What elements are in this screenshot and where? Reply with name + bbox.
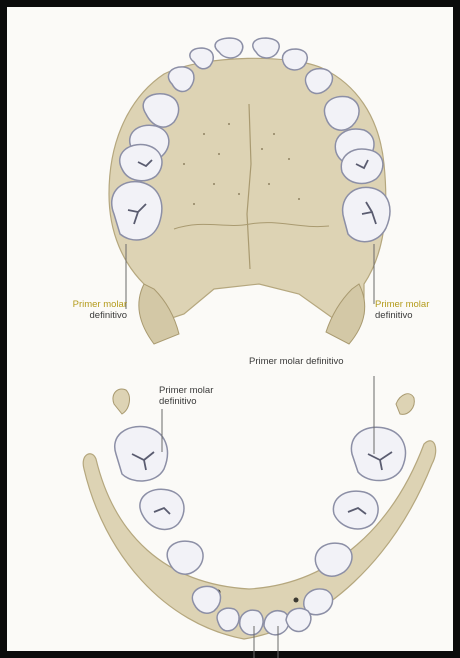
upper-incisor-1 <box>215 38 243 58</box>
upper-incisor-4 <box>283 49 308 70</box>
lower-incisor-1 <box>217 608 239 631</box>
mental-foramen-right <box>294 598 299 603</box>
upper-incisor-2 <box>253 38 279 58</box>
upper-premolar-r1 <box>324 96 359 130</box>
label-lower-right-text: Primer molar definitivo <box>249 356 344 367</box>
label-upper-right: Primer molar definitivo <box>375 299 429 321</box>
upper-first-molar-left <box>112 182 162 240</box>
label-upper-right-line1: Primer molar <box>375 299 429 310</box>
label-lower-right: Primer molar definitivo <box>249 356 344 367</box>
label-upper-left-line2: definitivo <box>49 310 127 321</box>
lower-incisor-2 <box>240 610 263 635</box>
coronoid-left <box>113 389 130 414</box>
label-lower-left-line2: definitivo <box>159 396 213 407</box>
lower-canine-left <box>192 586 220 613</box>
lower-incisor-4 <box>286 608 311 631</box>
label-lower-left-line1: Primer molar <box>159 385 213 396</box>
lower-arch <box>83 376 436 658</box>
lower-second-molar-right <box>333 491 378 529</box>
label-upper-right-line2: definitivo <box>375 310 429 321</box>
lower-first-molar-right <box>351 427 405 480</box>
lower-incisor-3 <box>264 611 289 635</box>
upper-first-molar-right <box>343 187 390 241</box>
label-upper-left-line1: Primer molar <box>49 299 127 310</box>
upper-arch <box>109 38 390 344</box>
coronoid-right <box>396 394 414 415</box>
dental-arch-illustration <box>14 14 460 658</box>
label-upper-left: Primer molar definitivo <box>49 299 127 321</box>
label-lower-left: Primer molar definitivo <box>159 385 213 407</box>
lower-first-molar-left <box>115 427 168 481</box>
